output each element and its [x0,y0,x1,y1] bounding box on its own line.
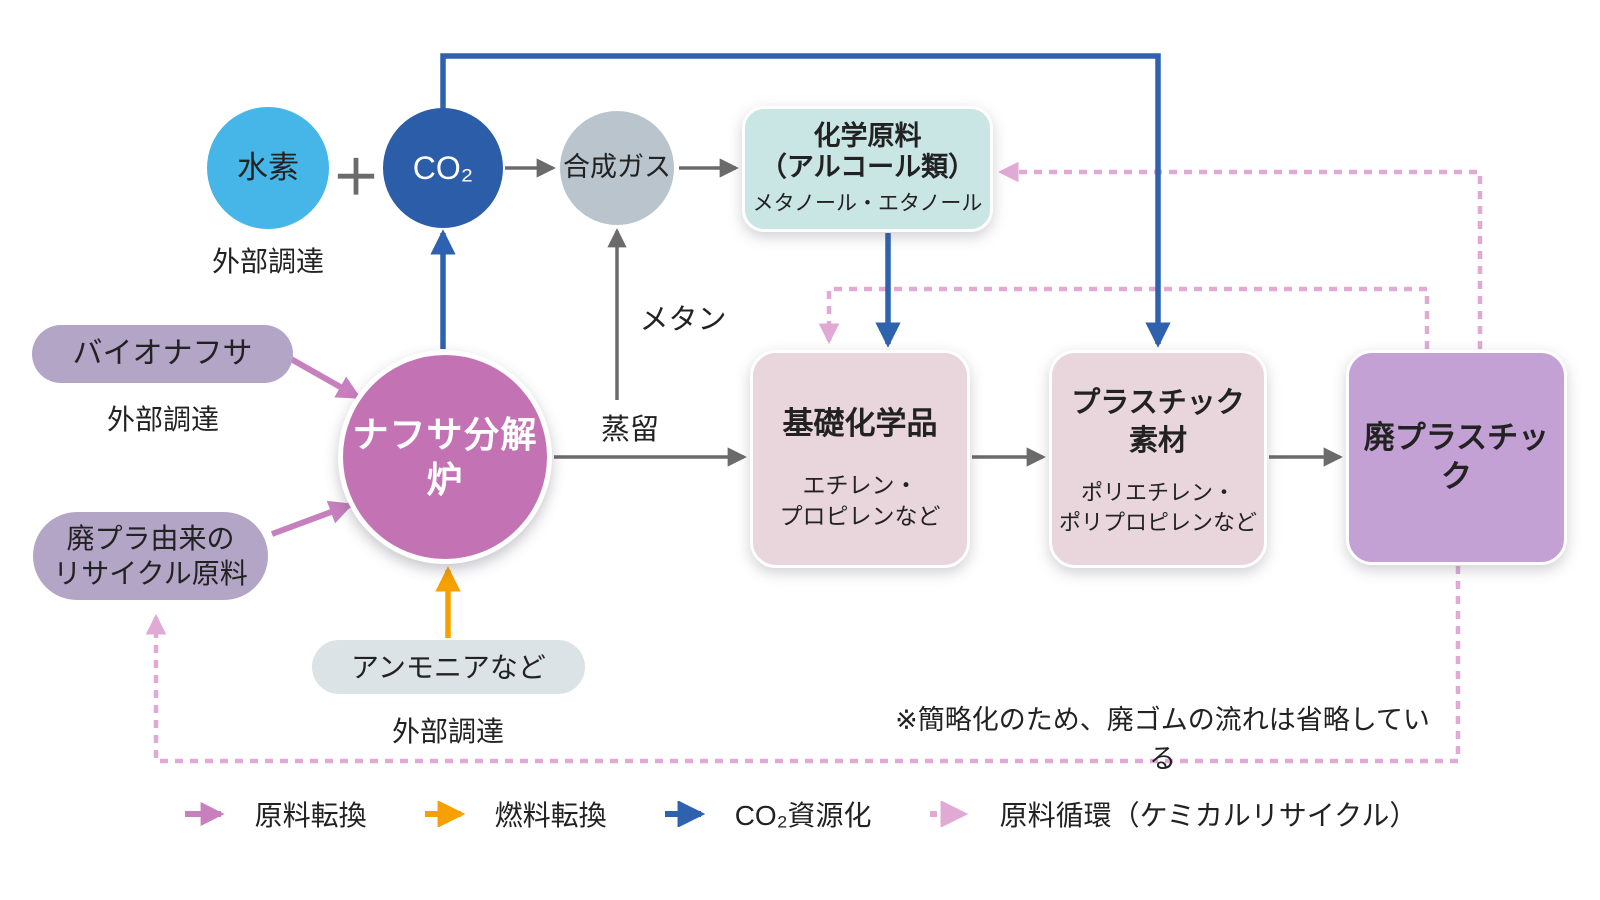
bio-naphtha-source-note: 外部調達 [106,404,219,435]
waste-plastic-title: 廃プラスチック [1363,419,1550,494]
syngas-label: 合成ガス [563,152,671,183]
ammonia-source-note: 外部調達 [391,716,504,747]
chemical-raw-material-node: 化学原料 （アルコール類） メタノール・エタノール [742,106,993,232]
plastic-material-subtitle: ポリエチレン・ ポリプロピレンなど [1059,478,1257,537]
bio-naphtha-node: バイオナフサ [32,325,293,383]
chemraw-subtitle: メタノール・エタノール [752,192,983,216]
recycled-raw-label: 廃プラ由来の リサイクル原料 [53,521,248,591]
waste-plastic-node: 廃プラスチック [1346,350,1567,565]
naphtha-cracker-node: ナフサ分解炉 [338,350,552,564]
plastic-material-title-line1: プラスチック [1071,387,1245,419]
plastic-material-sub-line2: ポリプロピレンなど [1058,510,1257,536]
naphtha-cracker-label: ナフサ分解炉 [352,414,538,500]
chemraw-title-line1: 化学原料 [813,120,922,151]
basic-chemicals-title: 基礎化学品 [782,406,938,441]
hydrogen-source-note: 外部調達 [211,246,324,277]
syngas-node: 合成ガス [560,111,674,225]
distillation-edge-label: 蒸留 [600,414,659,446]
plastic-material-sub-line1: ポリエチレン・ [1080,480,1235,506]
plastic-material-node: プラスチック 素材 ポリエチレン・ ポリプロピレンなど [1049,350,1267,568]
arrow-co2-loop-to-plastic [440,53,1171,348]
simplification-note: ※簡略化のため、廃ゴムの流れは省略している [895,705,1430,774]
ammonia-label: アンモニアなど [351,651,546,683]
chemraw-title-line2: （アルコール類） [759,152,976,183]
legend: 原料転換 燃料転換 CO₂資源化 原料循環（ケミカルリサイクル） [150,790,1450,838]
recycled-raw-line1: 廃プラ由来の [66,523,235,554]
legend-label: CO₂資源化 [734,800,872,831]
bio-naphtha-label: バイオナフサ [72,337,253,371]
dashed-waste-to-basic [818,286,1430,349]
legend-item-chemical-recycle: 原料循環（ケミカルリサイクル） [928,794,1418,834]
orange-arrow-icon [424,801,465,827]
co2-node: CO₂ [383,108,503,228]
basic-chemicals-sub-line1: エチレン・ [802,471,918,498]
recycled-raw-line2: リサイクル原料 [53,558,248,589]
legend-item-feedstock-conversion: 原料転換 [183,794,367,834]
dashed-waste-to-recycled [145,566,1461,764]
basic-chemicals-sub-line2: プロピレンなど [779,502,941,529]
legend-label: 原料循環（ケミカルリサイクル） [999,800,1418,831]
hydrogen-label: 水素 [237,149,299,185]
chemraw-title: 化学原料 （アルコール類） [760,121,975,185]
basic-chemicals-subtitle: エチレン・ プロピレンなど [780,470,941,532]
arrow-bio-to-naphtha [289,356,362,400]
plastic-material-title-line2: 素材 [1128,424,1187,457]
basic-chemicals-node: 基礎化学品 エチレン・ プロピレンなど [750,350,970,568]
arrow-recycled-to-naphtha [270,500,354,537]
co2-label: CO₂ [412,150,474,186]
pink-dashed-arrow-icon [929,801,968,827]
dashed-waste-to-chemraw [997,161,1483,349]
blue-arrow-icon [664,801,705,827]
recycled-raw-material-node: 廃プラ由来の リサイクル原料 [33,512,268,600]
methane-edge-label: メタン [639,304,727,336]
legend-label: 原料転換 [254,800,367,831]
legend-item-co2-utilization: CO₂資源化 [663,794,872,834]
pink-arrow-icon [184,802,225,826]
plus-sign: ＋ [331,152,380,205]
legend-label: 燃料転換 [494,800,607,831]
legend-item-fuel-conversion: 燃料転換 [423,794,607,834]
plastic-material-title: プラスチック 素材 [1071,385,1244,460]
ammonia-node: アンモニアなど [312,640,585,694]
hydrogen-node: 水素 [207,107,329,229]
